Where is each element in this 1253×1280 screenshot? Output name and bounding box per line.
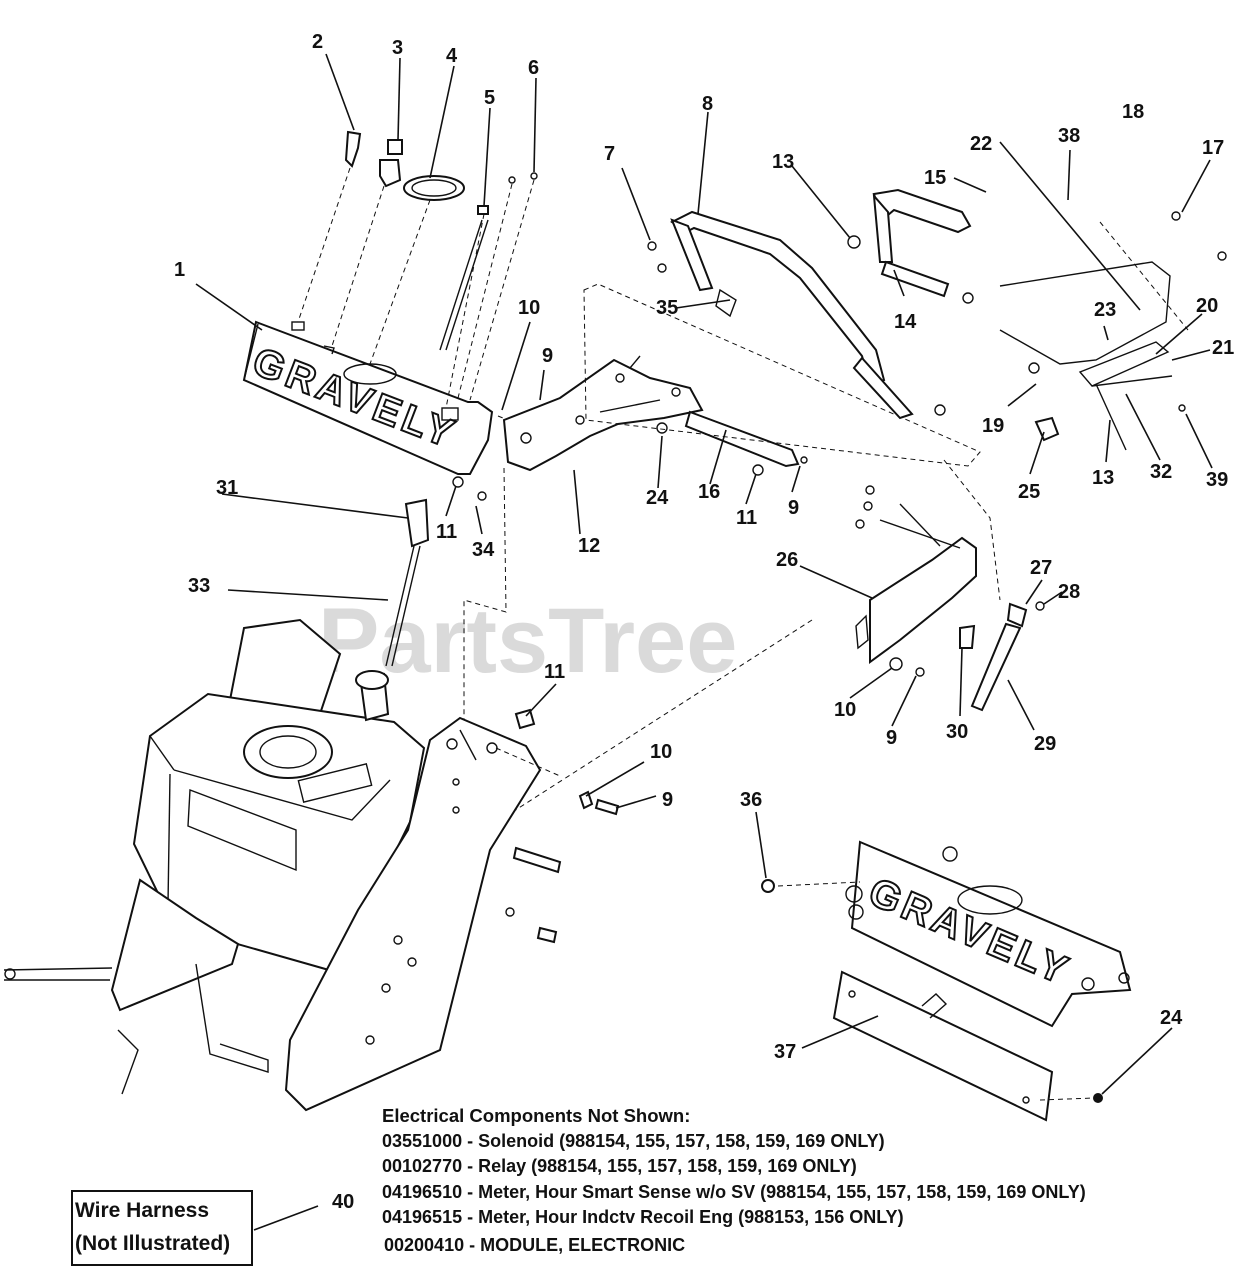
callout-numbers: 1 2 3 4 5 6 7 8 9 9 9 9 10 10 10 10 11 1… (174, 31, 1234, 1213)
callout-13a: 13 (772, 151, 794, 173)
callout-25: 25 (1018, 481, 1040, 503)
callout-9d: 9 (662, 789, 673, 811)
callout-15: 15 (924, 167, 946, 189)
callout-22: 22 (970, 133, 992, 155)
callout-10b: 10 (834, 699, 856, 721)
callout-36: 36 (740, 789, 762, 811)
callout-33: 33 (188, 575, 210, 597)
callout-23: 23 (1094, 299, 1116, 321)
callout-5: 5 (484, 87, 495, 109)
callout-13b: 13 (1092, 467, 1114, 489)
callout-4: 4 (446, 45, 458, 67)
callout-11c: 11 (544, 661, 565, 683)
note-line: 03551000 - Solenoid (988154, 155, 157, 1… (382, 1130, 885, 1151)
callout-17: 17 (1202, 137, 1224, 159)
upper-handle-right (999, 211, 1227, 451)
callout-11a: 11 (436, 521, 457, 543)
callout-9c: 9 (886, 727, 897, 749)
callout-1: 1 (174, 259, 185, 281)
wire-harness-line2: (Not Illustrated) (75, 1232, 231, 1255)
callout-18: 18 (1122, 101, 1144, 123)
callout-8: 8 (702, 93, 713, 115)
callout-35: 35 (656, 297, 678, 319)
callout-6: 6 (528, 57, 539, 79)
callout-16: 16 (698, 481, 720, 503)
callout-39: 39 (1206, 469, 1228, 491)
callout-21: 21 (1212, 337, 1234, 359)
callout-40: 40 (332, 1191, 354, 1213)
callout-24a: 24 (646, 487, 669, 509)
electrical-components-notes: Electrical Components Not Shown: 0355100… (382, 1103, 1242, 1258)
watermark-text: PartsTree (318, 590, 737, 692)
callout-37: 37 (774, 1041, 796, 1063)
callout-11b: 11 (736, 507, 757, 529)
callout-9b: 9 (788, 497, 799, 519)
note-line: 04196510 - Meter, Hour Smart Sense w/o S… (382, 1181, 1086, 1202)
dash-panel-assembly: GRAVELY (242, 320, 494, 475)
wire-harness-line1: Wire Harness (75, 1199, 210, 1222)
note-line: 00102770 - Relay (988154, 155, 157, 158,… (382, 1156, 857, 1176)
callout-29: 29 (1034, 733, 1056, 755)
note-line: 04196515 - Meter, Hour Indctv Recoil Eng… (382, 1207, 904, 1227)
notes-title: Electrical Components Not Shown: (382, 1105, 691, 1126)
callout-24b: 24 (1160, 1007, 1183, 1029)
ignition-switch-parts (344, 130, 538, 215)
callout-31: 31 (216, 477, 238, 499)
grip-lever (847, 188, 974, 304)
callout-20: 20 (1196, 295, 1218, 317)
fuel-tank-frame (3, 618, 620, 1112)
callout-34: 34 (472, 539, 495, 561)
note-line: 00200410 - MODULE, ELECTRONIC (384, 1234, 686, 1255)
callout-9a: 9 (542, 345, 553, 367)
callout-30: 30 (946, 721, 968, 743)
callout-3: 3 (392, 37, 403, 59)
dash-panel-alt: GRAVELY (761, 840, 1132, 1122)
handlebar-assembly (647, 210, 946, 420)
callout-12: 12 (578, 535, 600, 557)
callout-7: 7 (604, 143, 615, 165)
callout-10a: 10 (518, 297, 540, 319)
callout-28: 28 (1058, 581, 1080, 603)
callout-19: 19 (982, 415, 1004, 437)
callout-2: 2 (312, 31, 323, 53)
leader-lines (195, 53, 1213, 1231)
callout-10c: 10 (650, 741, 672, 763)
wire-harness-label: Wire Harness (Not Illustrated) (71, 1190, 253, 1266)
callout-38: 38 (1058, 125, 1080, 147)
lower-bracket-right (499, 459, 1001, 821)
callout-27: 27 (1030, 557, 1052, 579)
control-bracket (502, 355, 704, 472)
callout-32: 32 (1150, 461, 1172, 483)
callout-14: 14 (894, 311, 917, 333)
callout-26: 26 (776, 549, 798, 571)
